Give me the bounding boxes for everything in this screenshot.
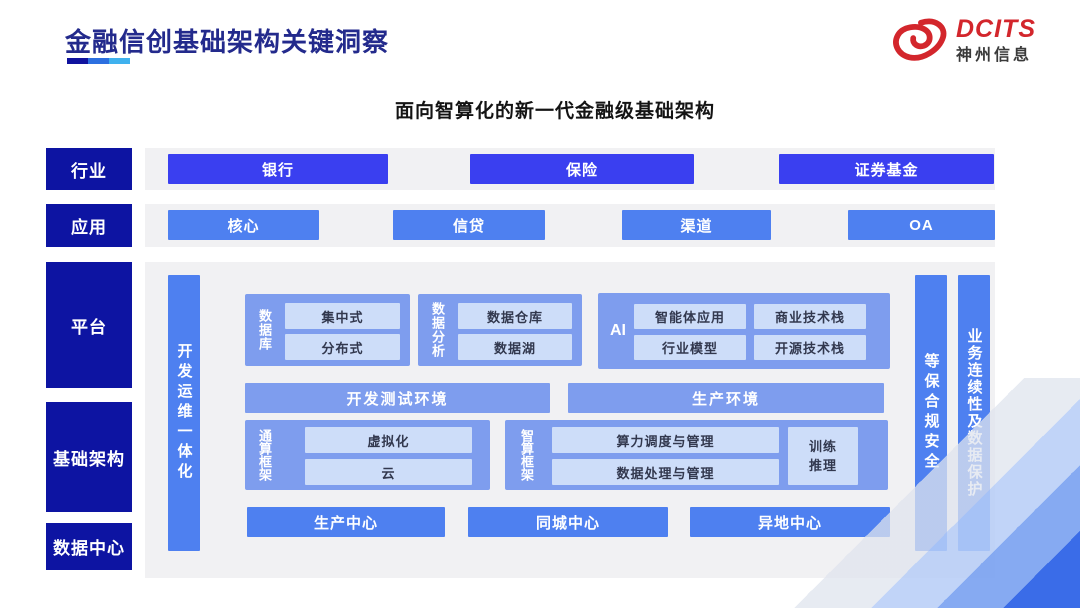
database-group: 数据库 集中式 分布式 [245, 294, 410, 366]
dcits-logo-icon [890, 16, 948, 71]
layer-infrastructure: 基础架构 [46, 402, 132, 512]
analytics-group-label: 数据分析 [430, 302, 445, 358]
data-processing: 数据处理与管理 [552, 459, 779, 485]
layer-platform: 平台 [46, 262, 132, 388]
title-underline [67, 58, 130, 64]
business-continuity-bar: 业务连续性及数据保护 [958, 275, 990, 551]
cloud: 云 [305, 459, 472, 485]
remote-center: 异地中心 [690, 507, 890, 537]
ai-agent-apps: 智能体应用 [634, 304, 746, 329]
diagram-title: 面向智算化的新一代金融级基础架构 [394, 101, 715, 122]
platform-panel: 开发运维一体化 数据库 集中式 分布式 数据分析 数据仓库 数据湖 AI 智能体… [145, 262, 995, 578]
app-credit: 信贷 [393, 210, 545, 240]
industry-securities-funds: 证券基金 [779, 154, 994, 184]
page-title: 金融信创基础架构关键洞察 [65, 27, 390, 57]
production-center: 生产中心 [247, 507, 445, 537]
company-logo: DCITS 神州信息 [890, 15, 1036, 71]
logo-brand-text: DCITS [956, 15, 1036, 43]
db-centralized: 集中式 [285, 303, 400, 329]
production-env-bar: 生产环境 [568, 383, 884, 413]
ai-compute-group: 智算框架 算力调度与管理 数据处理与管理 训练 推理 [505, 420, 888, 490]
logo-company-text: 神州信息 [956, 46, 1033, 64]
ai-industry-models: 行业模型 [634, 335, 746, 360]
data-lake: 数据湖 [458, 334, 572, 360]
ai-opensource-stack: 开源技术栈 [754, 335, 866, 360]
db-distributed: 分布式 [285, 334, 400, 360]
app-core: 核心 [168, 210, 319, 240]
industry-insurance: 保险 [470, 154, 694, 184]
dev-test-env-bar: 开发测试环境 [245, 383, 550, 413]
security-compliance-bar: 等保合规安全 [915, 275, 947, 551]
general-compute-group: 通算框架 虚拟化 云 [245, 420, 490, 490]
layer-datacenter: 数据中心 [46, 523, 132, 570]
compute-scheduling: 算力调度与管理 [552, 427, 779, 453]
industry-strip: 银行 保险 证券基金 [145, 148, 995, 190]
devops-bar: 开发运维一体化 [168, 275, 200, 551]
data-warehouse: 数据仓库 [458, 303, 572, 329]
app-channel: 渠道 [622, 210, 771, 240]
general-compute-label: 通算框架 [257, 429, 272, 481]
ai-commercial-stack: 商业技术栈 [754, 304, 866, 329]
database-group-label: 数据库 [257, 309, 272, 351]
layer-application: 应用 [46, 204, 132, 247]
industry-bank: 银行 [168, 154, 388, 184]
layer-industry: 行业 [46, 148, 132, 190]
ai-group: AI 智能体应用 商业技术栈 行业模型 开源技术栈 [598, 293, 890, 369]
virtualization: 虚拟化 [305, 427, 472, 453]
same-city-center: 同城中心 [468, 507, 668, 537]
app-oa: OA [848, 210, 995, 240]
training-inference: 训练 推理 [788, 427, 858, 485]
analytics-group: 数据分析 数据仓库 数据湖 [418, 294, 582, 366]
application-strip: 核心 信贷 渠道 OA [145, 204, 995, 247]
ai-compute-label: 智算框架 [519, 429, 534, 481]
ai-group-label: AI [610, 322, 626, 339]
